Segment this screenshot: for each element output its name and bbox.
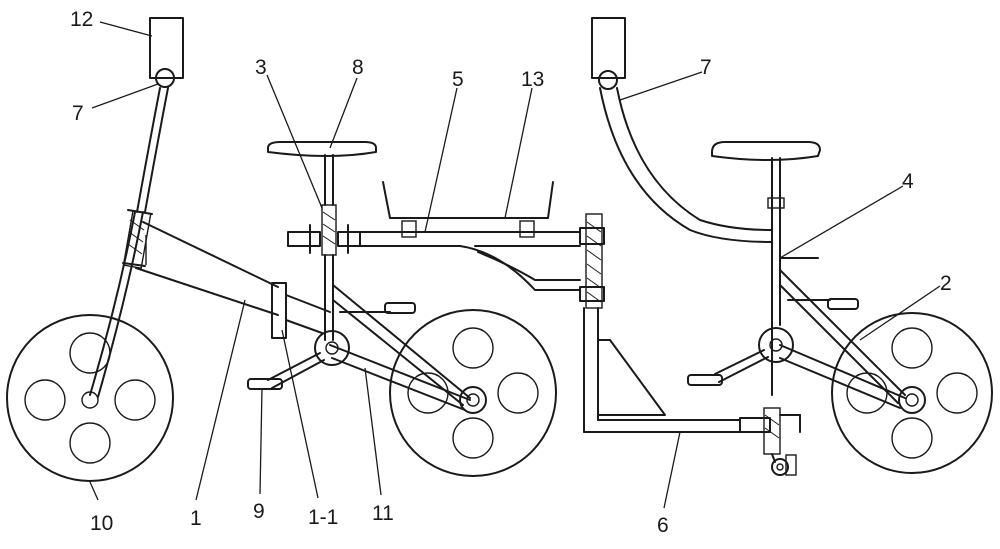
label-7-rear: 7 [700, 56, 712, 79]
front-seat [267, 141, 377, 341]
rear-seat-tube [771, 204, 819, 396]
label-3: 3 [255, 56, 267, 79]
front-rear-wheel [389, 309, 557, 477]
caster-wheel [739, 407, 801, 476]
label-2: 2 [940, 272, 952, 295]
rear-seat [711, 141, 821, 209]
rear-wheel [831, 312, 993, 474]
front-handle-block [149, 17, 184, 79]
basket [382, 181, 554, 219]
label-10: 10 [90, 512, 113, 535]
label-1-1: 1-1 [308, 506, 338, 529]
connecting-beam [359, 220, 605, 302]
label-8: 8 [352, 56, 364, 79]
front-connector-clamp [287, 224, 361, 254]
front-lower-pedal [247, 378, 283, 390]
rear-handle-block [591, 17, 626, 79]
hitch-column [585, 213, 603, 309]
label-12: 12 [70, 8, 93, 31]
front-crank [247, 330, 350, 390]
beam-joint-1-1 [271, 282, 287, 339]
label-1: 1 [190, 507, 202, 530]
label-7-front: 7 [72, 102, 84, 125]
rear-crank [687, 327, 794, 386]
front-main-beam [135, 221, 331, 339]
label-9: 9 [253, 500, 265, 523]
front-rear-frame [329, 284, 471, 411]
part-labels: 12 7 3 8 5 13 7 4 2 10 1 9 1-1 11 6 [70, 8, 952, 537]
label-4: 4 [902, 170, 914, 193]
rear-upper-pedal [827, 298, 859, 310]
front-fork [89, 210, 152, 398]
front-wheel [6, 314, 174, 482]
label-5: 5 [452, 68, 464, 91]
rear-bottom-frame [583, 307, 741, 433]
leader-lines [89, 21, 941, 509]
front-upper-pedal [384, 302, 416, 314]
rear-handlebar [591, 17, 773, 243]
front-handlebar [122, 17, 184, 267]
label-11: 11 [372, 502, 394, 525]
label-6: 6 [657, 514, 669, 537]
label-13: 13 [521, 68, 544, 91]
rear-rear-frame [779, 269, 906, 409]
rear-lower-pedal [687, 374, 723, 386]
